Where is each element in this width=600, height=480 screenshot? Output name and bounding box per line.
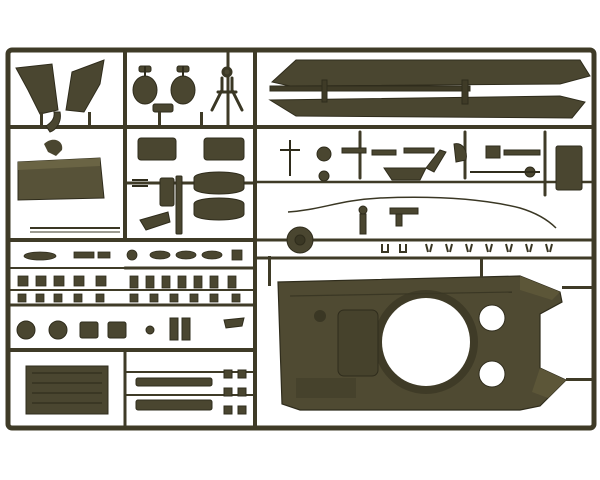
tongs-part bbox=[210, 66, 244, 112]
bottom-bars bbox=[135, 369, 247, 415]
long-plates bbox=[268, 59, 591, 119]
grille-plate bbox=[25, 365, 109, 415]
sprue-frame bbox=[5, 47, 597, 431]
mid-small-parts bbox=[286, 205, 419, 254]
tool-parts bbox=[132, 137, 245, 235]
curved-rod bbox=[287, 196, 557, 229]
bin-part bbox=[17, 139, 120, 233]
hooks-row bbox=[381, 243, 553, 253]
round-block-parts bbox=[16, 317, 245, 341]
angled-plates bbox=[15, 59, 105, 133]
rods-brackets bbox=[280, 140, 583, 191]
hull-deck bbox=[277, 275, 568, 411]
sprue-gates bbox=[40, 112, 594, 381]
top-small-parts bbox=[132, 65, 196, 113]
small-parts-grid bbox=[17, 249, 243, 303]
